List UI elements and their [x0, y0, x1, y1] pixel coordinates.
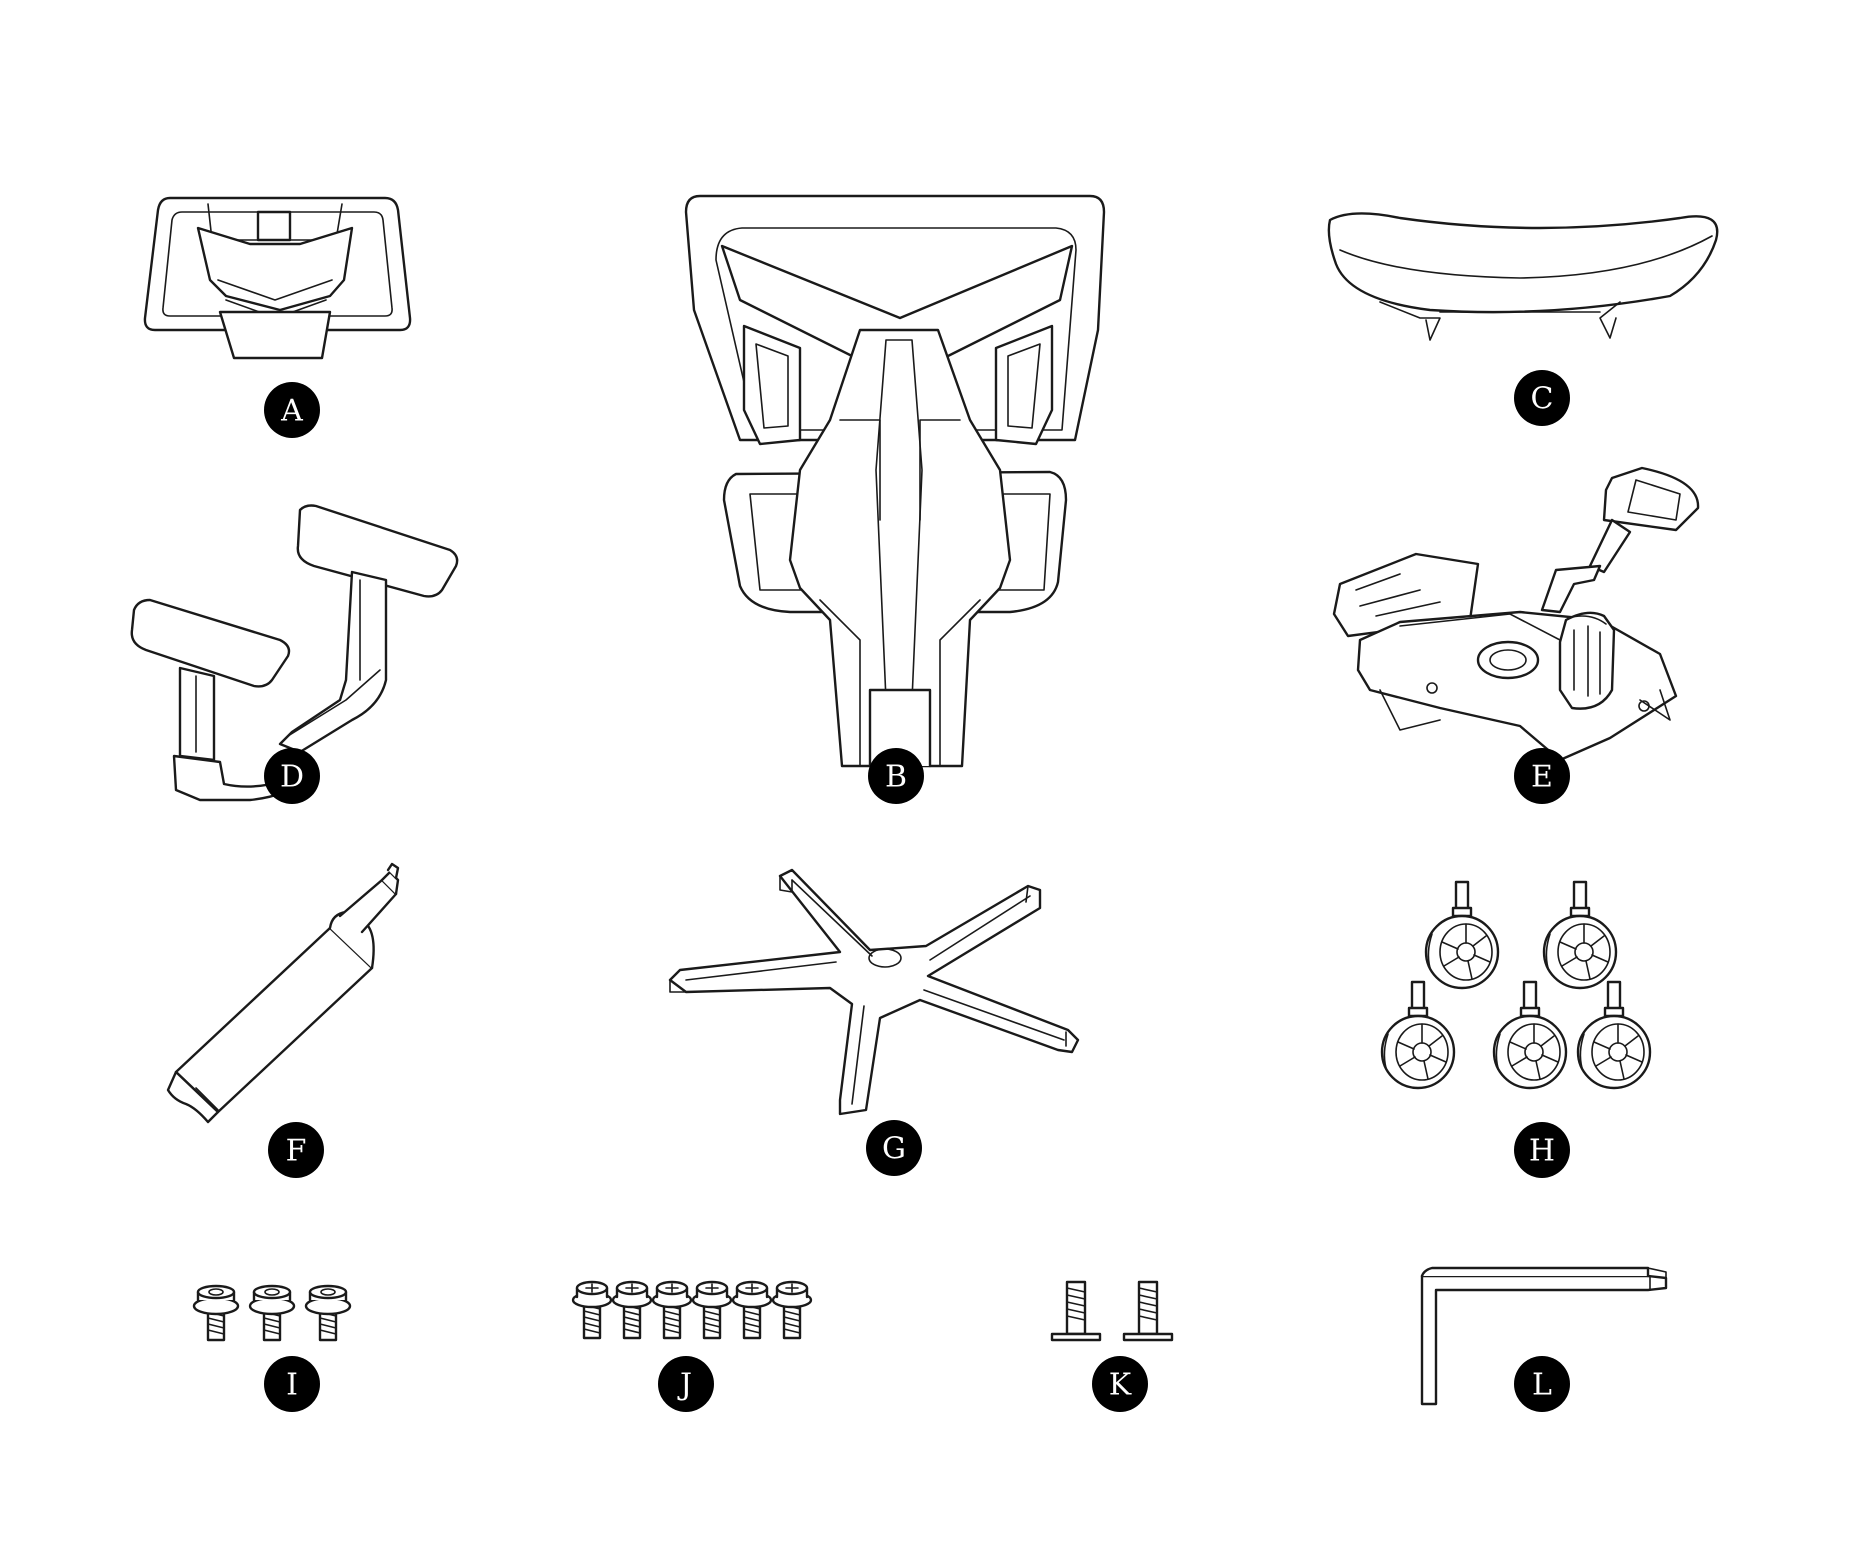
tilt-mechanism-drawing	[1332, 466, 1700, 762]
bolts-k-drawing	[1050, 1280, 1174, 1342]
seat-drawing	[1327, 212, 1719, 341]
label-c-badge: C	[1514, 370, 1570, 426]
backrest-drawing	[684, 194, 1106, 768]
label-h-badge: H	[1514, 1122, 1570, 1178]
label-i-badge: I	[264, 1356, 320, 1412]
badge-circle	[264, 382, 320, 438]
label-d-badge: D	[264, 748, 320, 804]
bolts-j-drawing	[571, 1280, 813, 1340]
label-e-badge: E	[1514, 748, 1570, 804]
gas-lift-drawing	[166, 862, 400, 1124]
badge-circle	[1092, 1356, 1148, 1412]
part-letter: H	[1529, 1134, 1555, 1169]
part-letter: E	[1531, 760, 1553, 795]
label-f-badge: F	[268, 1122, 324, 1178]
part-letter: A	[280, 394, 303, 429]
badge-circle	[1514, 1122, 1570, 1178]
part-letter: L	[1532, 1368, 1552, 1403]
label-l-badge: L	[1514, 1356, 1570, 1412]
label-k-badge: K	[1092, 1356, 1148, 1412]
badge-circle	[264, 1356, 320, 1412]
badge-circle	[1514, 370, 1570, 426]
label-a-badge: A	[264, 382, 320, 438]
five-star-base-drawing	[668, 868, 1080, 1116]
badge-circle	[264, 748, 320, 804]
part-letter: D	[280, 760, 304, 795]
label-j-badge: J	[658, 1356, 714, 1412]
badge-circle	[658, 1356, 714, 1412]
label-b-badge: B	[868, 748, 924, 804]
part-letter: C	[1531, 382, 1554, 417]
badge-circle	[1514, 748, 1570, 804]
hex-key-drawing	[1420, 1266, 1668, 1406]
part-letter: J	[677, 1368, 692, 1403]
badge-circle	[1514, 1356, 1570, 1412]
part-letter: F	[286, 1134, 307, 1169]
part-letter: K	[1109, 1368, 1132, 1403]
bolts-i-drawing	[192, 1284, 352, 1342]
headrest-drawing	[143, 196, 412, 360]
label-g-badge: G	[866, 1120, 922, 1176]
part-letter: I	[286, 1368, 298, 1403]
badge-circle	[868, 748, 924, 804]
badge-circle	[268, 1122, 324, 1178]
part-letter: B	[885, 760, 907, 795]
badge-circle	[866, 1120, 922, 1176]
casters-drawing	[1380, 880, 1652, 1090]
part-letter: G	[882, 1132, 906, 1167]
